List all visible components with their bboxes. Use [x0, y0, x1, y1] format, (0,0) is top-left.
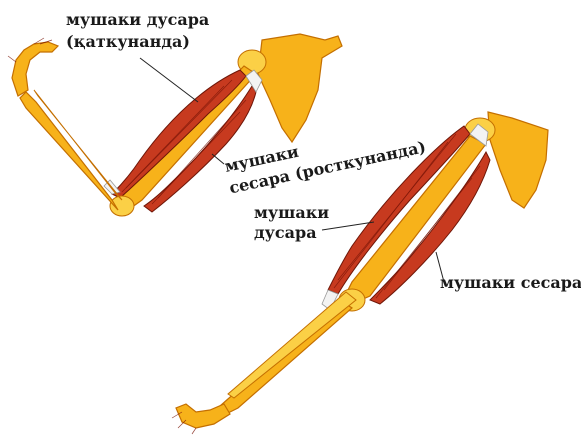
scapula-top	[258, 34, 342, 142]
scapula-bottom	[488, 112, 548, 208]
label-biceps-line1: мушаки	[254, 203, 329, 222]
flexed-arm	[8, 34, 342, 216]
label-triceps: мушаки сесара	[440, 273, 581, 292]
forearm-top-2	[34, 90, 122, 200]
hand-bottom	[176, 404, 230, 428]
forearm-top	[20, 92, 118, 210]
leader-extensor-top	[212, 154, 224, 164]
label-flexor-line2: (қаткунанда)	[66, 32, 190, 51]
leader-flexor-top	[140, 58, 198, 102]
forearm-bottom-2	[228, 292, 356, 398]
label-flexor-line1: мушаки дусара	[66, 10, 209, 29]
hand-top	[12, 42, 58, 96]
fiber-top-2	[122, 86, 224, 192]
finger-top-3	[8, 56, 16, 62]
finger-bot-3	[192, 428, 196, 434]
label-biceps-line2: дусара	[254, 223, 317, 242]
